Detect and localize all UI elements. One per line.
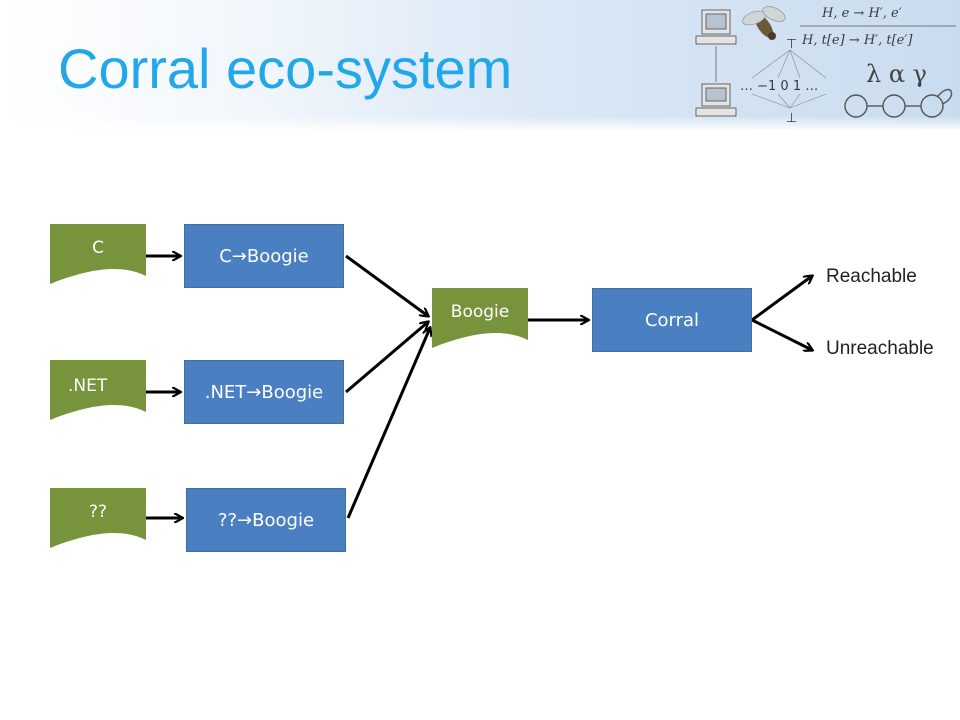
arrow-corral-to-unreachable <box>751 318 812 350</box>
title-banner <box>0 0 960 130</box>
arrow-unknown-translator-to-boogie <box>346 328 430 519</box>
lattice-middle: … −1 0 1 … <box>740 79 818 94</box>
source-doc-net: .NET <box>50 360 146 420</box>
lattice-bottom: ⊥ <box>786 111 797 126</box>
banner-decoration: H, e → H′, e′ H, t[e] → H′, t[e′] ⊤ … −1… <box>695 6 956 126</box>
arrow-c-translator-to-boogie <box>345 254 428 316</box>
formula-line1: H, e → H′, e′ <box>821 6 902 21</box>
output-unreachable: Unreachable <box>826 338 934 359</box>
arrow-net-translator-to-boogie <box>345 322 428 394</box>
document-shape <box>50 224 146 284</box>
source-doc-unknown: ?? <box>50 488 146 548</box>
translator-box-c: C→Boogie <box>184 224 344 288</box>
intermediate-doc-boogie: Boogie <box>432 288 528 348</box>
source-label: C <box>92 238 104 258</box>
output-reachable: Reachable <box>826 266 917 287</box>
intermediate-label: Boogie <box>450 302 510 322</box>
computer-icon <box>695 9 737 45</box>
computer-icon <box>695 83 737 117</box>
automaton-icon <box>844 88 953 118</box>
corral-box: Corral <box>592 288 752 352</box>
document-shape <box>50 360 146 420</box>
fly-icon <box>742 6 786 40</box>
formula-line2: H, t[e] → H′, t[e′] <box>801 33 913 48</box>
translator-box-net: .NET→Boogie <box>184 360 344 424</box>
translator-box-unknown: ??→Boogie <box>186 488 346 552</box>
document-shape <box>50 488 146 548</box>
source-label: ?? <box>88 502 108 522</box>
lattice-top: ⊤ <box>786 37 797 52</box>
arrow-corral-to-reachable <box>751 276 812 322</box>
document-shape <box>432 288 528 348</box>
greek-letters: λ α γ <box>866 60 927 88</box>
slide-title: Corral eco-system <box>58 37 513 100</box>
source-doc-c: C <box>50 224 146 284</box>
source-label: .NET <box>68 376 108 396</box>
